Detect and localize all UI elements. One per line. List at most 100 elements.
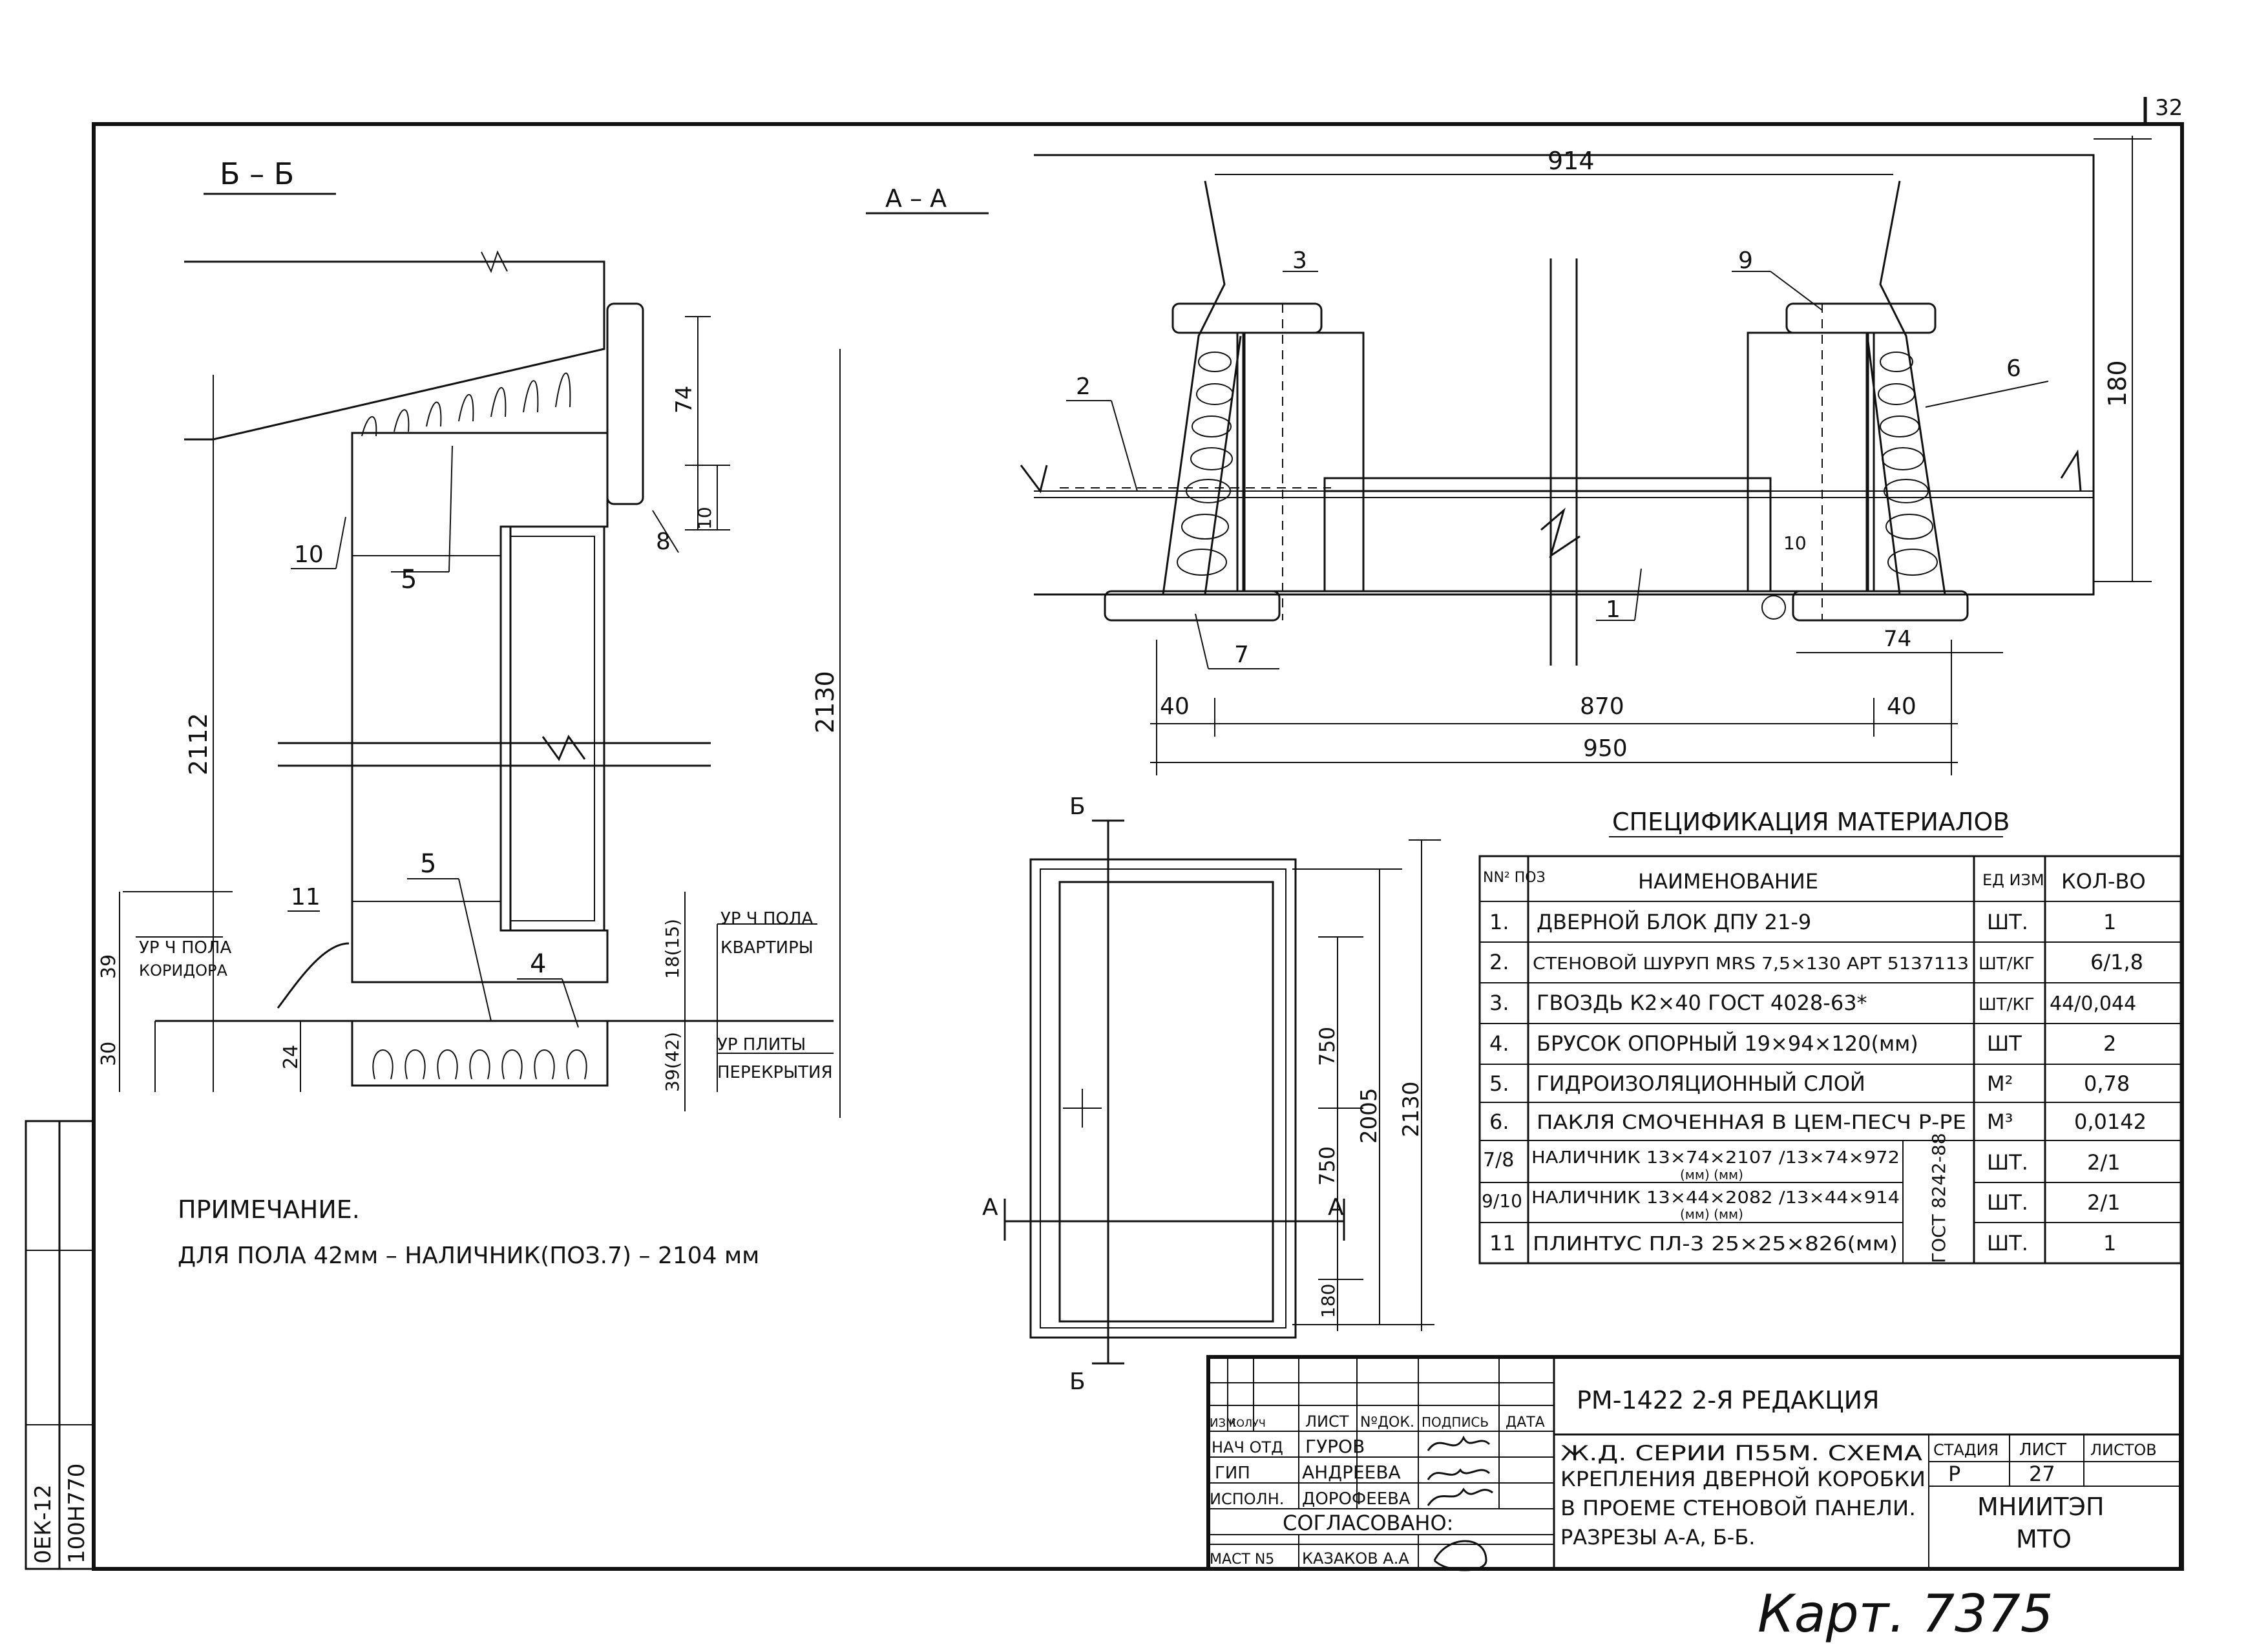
elevation-mark-right: А: [1328, 1194, 1344, 1221]
spec-row-8-sub: (мм) (мм): [1680, 1206, 1743, 1222]
spec-row-5-unit: М²: [1987, 1071, 2013, 1096]
dim-aa-914: 914: [1548, 147, 1595, 175]
side-stamp-line-1: 0ЕК-12: [30, 1484, 56, 1564]
title-sheet: 27: [2029, 1462, 2055, 1486]
spec-row-9-pos: 11: [1489, 1231, 1516, 1255]
spec-row-6-qty: 0,0142: [2074, 1109, 2147, 1134]
dim-bb-74: 74: [671, 386, 697, 414]
spec-row: 1. ДВЕРНОЙ БЛОК ДПУ 21-9 ШТ. 1: [1489, 910, 2116, 934]
elevation-dim-750b: 750: [1315, 1146, 1339, 1186]
elevation-mark-bottom: Б: [1069, 1369, 1086, 1395]
spec-gost: ГОСТ 8242-88: [1928, 1133, 1949, 1263]
spec-row-2-unit: ШТ/КГ: [1979, 954, 2035, 974]
title-block: РМ-1422 2-Я РЕДАКЦИЯ ИЗМ КОЛУЧ ЛИСТ NºДО…: [1206, 1355, 2183, 1571]
title-name-3: ДОРОФЕЕВА: [1302, 1489, 1411, 1509]
spec-row-8-qty: 2/1: [2087, 1190, 2121, 1215]
spec-row-8-unit: ШТ.: [1987, 1190, 2028, 1215]
spec-row-6-pos: 6.: [1489, 1109, 1509, 1134]
title-desc-line-4: РАЗРЕЗЫ А-А, Б-Б.: [1560, 1525, 1755, 1549]
title-org-1: МНИИТЭП: [1977, 1493, 2105, 1521]
spec-row-3-name: ГВОЗДЬ К2×40 ГОСТ 4028-63*: [1537, 991, 1867, 1015]
elevation-dim-2005: 2005: [1356, 1087, 1382, 1144]
spec-row-9-name: ПЛИНТУС ПЛ-3 25×25×826(мм): [1533, 1233, 1898, 1255]
spec-row-1-name: ДВЕРНОЙ БЛОК ДПУ 21-9: [1537, 910, 1811, 934]
callout-bb-4: 4: [530, 949, 546, 979]
title-org-2: МТО: [2016, 1525, 2072, 1553]
dim-aa-180: 180: [2103, 360, 2132, 407]
spec-row-9-qty: 1: [2103, 1231, 2116, 1255]
spec-row-7-unit: ШТ.: [1987, 1150, 2028, 1175]
spec-row-7-qty: 2/1: [2087, 1150, 2121, 1175]
spec-row: 11 ПЛИНТУС ПЛ-3 25×25×826(мм) ШТ. 1: [1489, 1231, 2116, 1255]
spec-row-8-pos: 9/10: [1482, 1190, 1522, 1212]
level-corridor-line-1: УР Ч ПОЛА: [139, 938, 231, 958]
note-text: ДЛЯ ПОЛА 42мм – НАЛИЧНИК(ПОЗ.7) – 2104 м…: [178, 1243, 759, 1269]
card-number: Карт. 7375: [1758, 1584, 2053, 1644]
section-aa-title: А – А: [885, 184, 947, 213]
dim-aa-74: 74: [1884, 626, 1911, 652]
spec-header-qty: КОЛ-ВО: [2061, 869, 2146, 894]
dim-bb-39: 39: [98, 954, 120, 979]
spec-row-4-pos: 4.: [1489, 1031, 1509, 1056]
dim-bb-39-42: 39(42): [662, 1032, 683, 1092]
note: ПРИМЕЧАНИЕ. ДЛЯ ПОЛА 42мм – НАЛИЧНИК(ПОЗ…: [178, 1195, 759, 1269]
title-name-1: ГУРОВ: [1305, 1436, 1365, 1457]
callout-bb-11: 11: [291, 884, 320, 910]
title-col-podpis: ПОДПИСЬ: [1422, 1414, 1489, 1430]
title-desc-line-1: Ж.Д. СЕРИИ П55М. СХЕМА: [1560, 1441, 1922, 1465]
callout-aa-6: 6: [2006, 355, 2021, 382]
spec-row: 4. БРУСОК ОПОРНЫЙ 19×94×120(мм) ШТ 2: [1489, 1031, 2116, 1056]
title-desc-line-2: КРЕПЛЕНИЯ ДВЕРНОЙ КОРОБКИ: [1560, 1467, 1926, 1491]
spec-row-2-name: СТЕНОВОЙ ШУРУП MRS 7,5×130 АРТ 5137113: [1533, 953, 1969, 974]
spec-row-4-qty: 2: [2103, 1031, 2116, 1056]
callout-bb-8: 8: [656, 529, 671, 555]
title-role-1: НАЧ ОТД: [1212, 1438, 1283, 1456]
title-stage: Р: [1948, 1462, 1960, 1486]
callout-aa-9: 9: [1738, 247, 1753, 274]
dim-bb-18-15: 18(15): [662, 919, 683, 979]
spec-row: 6. ПАКЛЯ СМОЧЕННАЯ В ЦЕМ-ПЕСЧ Р-РЕ М³ 0,…: [1489, 1109, 2147, 1134]
title-col-izm: ИЗМ: [1210, 1416, 1236, 1430]
spec-row: 2. СТЕНОВОЙ ШУРУП MRS 7,5×130 АРТ 513711…: [1489, 950, 2143, 974]
spec-row-8-name: НАЛИЧНИК 13×44×2082 /13×44×914: [1531, 1188, 1900, 1208]
elevation-dim-2130: 2130: [1398, 1081, 1424, 1137]
level-slab-line-2: ПЕРЕКРЫТИЯ: [717, 1063, 833, 1082]
spec-row-1-unit: ШТ.: [1987, 910, 2028, 934]
title-col-list: ЛИСТ: [1305, 1413, 1349, 1431]
dim-aa-950: 950: [1583, 735, 1628, 762]
spec-row-1-qty: 1: [2103, 910, 2116, 934]
title-doc-code: РМ-1422 2-Я РЕДАКЦИЯ: [1577, 1386, 1880, 1414]
title-role-2: ГИП: [1215, 1464, 1250, 1483]
spec-header-unit: ЕД ИЗМ: [1982, 871, 2044, 889]
title-sheet-label: ЛИСТ: [2019, 1440, 2066, 1460]
spec-row-3-qty: 44/0,044: [2050, 993, 2136, 1015]
spec-header-name: НАИМЕНОВАНИЕ: [1638, 869, 1818, 894]
title-agreed-name: КАЗАКОВ А.А: [1302, 1549, 1409, 1568]
dim-aa-40b: 40: [1887, 693, 1916, 720]
callout-aa-1: 1: [1606, 596, 1621, 623]
spec-row-1-pos: 1.: [1489, 910, 1509, 934]
section-bb-title: Б – Б: [220, 156, 294, 191]
title-col-ndok: NºДОК.: [1360, 1414, 1414, 1431]
spec-row-6-name: ПАКЛЯ СМОЧЕННАЯ В ЦЕМ-ПЕСЧ Р-РЕ: [1537, 1111, 1966, 1134]
dim-aa-870: 870: [1580, 693, 1624, 720]
spec-row-4-unit: ШТ: [1987, 1031, 2022, 1056]
spec-row-2-pos: 2.: [1489, 950, 1509, 974]
title-name-2: АНДРЕЕВА: [1302, 1462, 1401, 1483]
side-stamp: 0ЕК-12 100Н770: [25, 1120, 95, 1570]
title-desc-line-3: В ПРОЕМЕ СТЕНОВОЙ ПАНЕЛИ.: [1560, 1496, 1916, 1520]
spec-row-5-name: ГИДРОИЗОЛЯЦИОННЫЙ СЛОЙ: [1537, 1071, 1865, 1096]
spec-row: 9/10 НАЛИЧНИК 13×44×2082 /13×44×914 (мм)…: [1482, 1188, 2121, 1222]
spec-row-7-pos: 7/8: [1483, 1149, 1514, 1171]
title-role-3: ИСПОЛН.: [1210, 1490, 1284, 1508]
level-apartment-line-2: КВАРТИРЫ: [720, 938, 814, 958]
title-agreed: СОГЛАСОВАНО:: [1283, 1511, 1453, 1535]
spec-table: СПЕЦИФИКАЦИЯ МАТЕРИАЛОВ NN² ПОЗ НАИМЕНОВ…: [1478, 808, 2182, 1265]
spec-row: 7/8 НАЛИЧНИК 13×74×2107 /13×74×972 (мм) …: [1483, 1148, 2121, 1182]
title-sheets-label: ЛИСТОВ: [2090, 1441, 2157, 1459]
side-stamp-line-2: 100Н770: [64, 1464, 90, 1564]
callout-aa-7: 7: [1234, 642, 1249, 668]
spec-title: СПЕЦИФИКАЦИЯ МАТЕРИАЛОВ: [1612, 808, 2010, 836]
callout-aa-2: 2: [1076, 373, 1091, 400]
